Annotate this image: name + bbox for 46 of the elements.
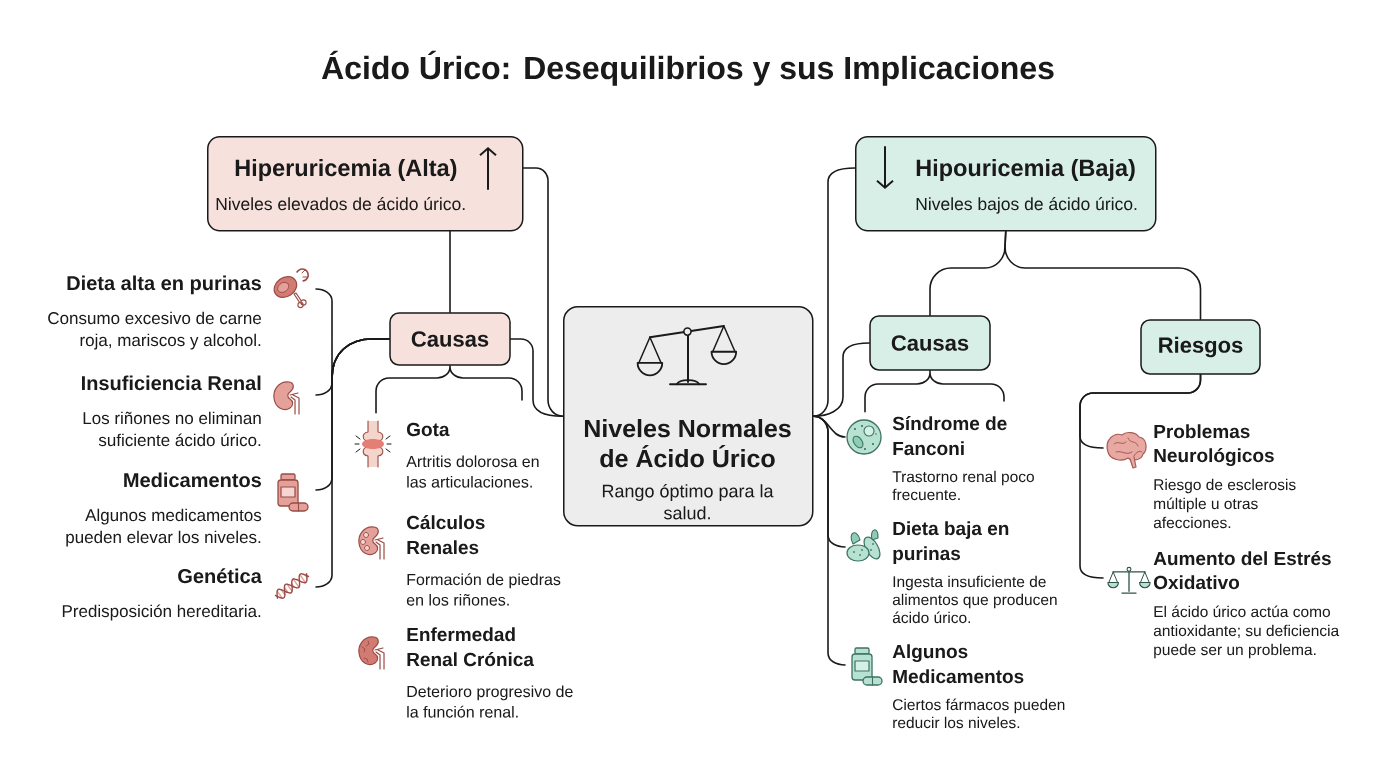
category-box: Causas: [389, 312, 511, 366]
item-heading: Gota: [407, 422, 450, 437]
connector-line: [812, 342, 871, 418]
item-heading: Cálculos Renales: [407, 515, 485, 555]
item-description: Formación de piedras en los riñones.: [406, 573, 561, 606]
item-heading: Dieta baja en purinas: [893, 521, 1009, 564]
title: Ácido Úrico: Desequilibrios y sus Implicaciones: [321, 50, 1054, 86]
heading: Hiperuricemia (Alta): [235, 159, 457, 181]
item-heading: Insuficiencia Renal: [81, 375, 261, 391]
description: Rango óptimo para la salud.: [602, 484, 774, 520]
item-heading: Dieta alta en purinas: [67, 275, 261, 295]
connector-line: [1079, 373, 1202, 579]
item-description: Ciertos fármacos pueden reducir los niveles.: [893, 698, 1065, 729]
item-description: Predisposición hereditaria.: [62, 604, 261, 621]
description: Niveles bajos de ácido úrico.: [916, 197, 1137, 214]
item-description: Trastorno renal poco frecuente.: [892, 470, 1034, 501]
connector-line: [315, 338, 391, 588]
connector-line: [449, 230, 451, 314]
item-heading: Síndrome de Fanconi: [892, 416, 1007, 456]
connector-line: [375, 364, 523, 414]
info-box: [563, 306, 814, 527]
item-description: El ácido úrico actúa como antioxidante; su deficiencia puede ser un problema.: [1153, 605, 1340, 659]
item-heading: Genética: [178, 568, 262, 584]
item-description: Deterioro progresivo de la función renal.: [407, 685, 573, 718]
connector-line: [509, 338, 564, 418]
item-heading: Aumento del Estrés Oxidativo: [1153, 551, 1331, 590]
info-box: [855, 136, 1157, 232]
connector-line: [864, 369, 1005, 413]
item-description: Consumo excesivo de carne roja, mariscos y alcohol.: [48, 311, 261, 350]
connector-line: [1004, 230, 1202, 321]
item-heading: Algunos Medicamentos: [892, 644, 1024, 684]
item-description: Algunos medicamentos pueden elevar los niveles.: [66, 508, 262, 547]
item-description: Ingesta insuficiente de alimentos que producen ácido úrico.: [892, 575, 1057, 624]
item-heading: Enfermedad Renal Crónica: [407, 627, 535, 667]
heading: Hipouricemia (Baja): [916, 159, 1135, 181]
item-description: Artritis dolorosa en las articulaciones.: [406, 455, 539, 488]
item-heading: Medicamentos: [124, 472, 261, 488]
category-box: Riesgos: [1140, 319, 1261, 375]
description: Niveles elevados de ácido úrico.: [216, 197, 465, 211]
info-box: [207, 136, 524, 232]
category-box: Causas: [869, 315, 991, 371]
item-heading: Problemas Neurológicos: [1154, 424, 1274, 467]
item-description: Los riñones no eliminan suficiente ácido úrico.: [83, 411, 261, 447]
item-description: Riesgo de esclerosis múltiple u otras afecciones.: [1153, 478, 1296, 529]
heading: Niveles Normales de Ácido Úrico: [584, 419, 791, 468]
connector-line: [812, 415, 846, 666]
